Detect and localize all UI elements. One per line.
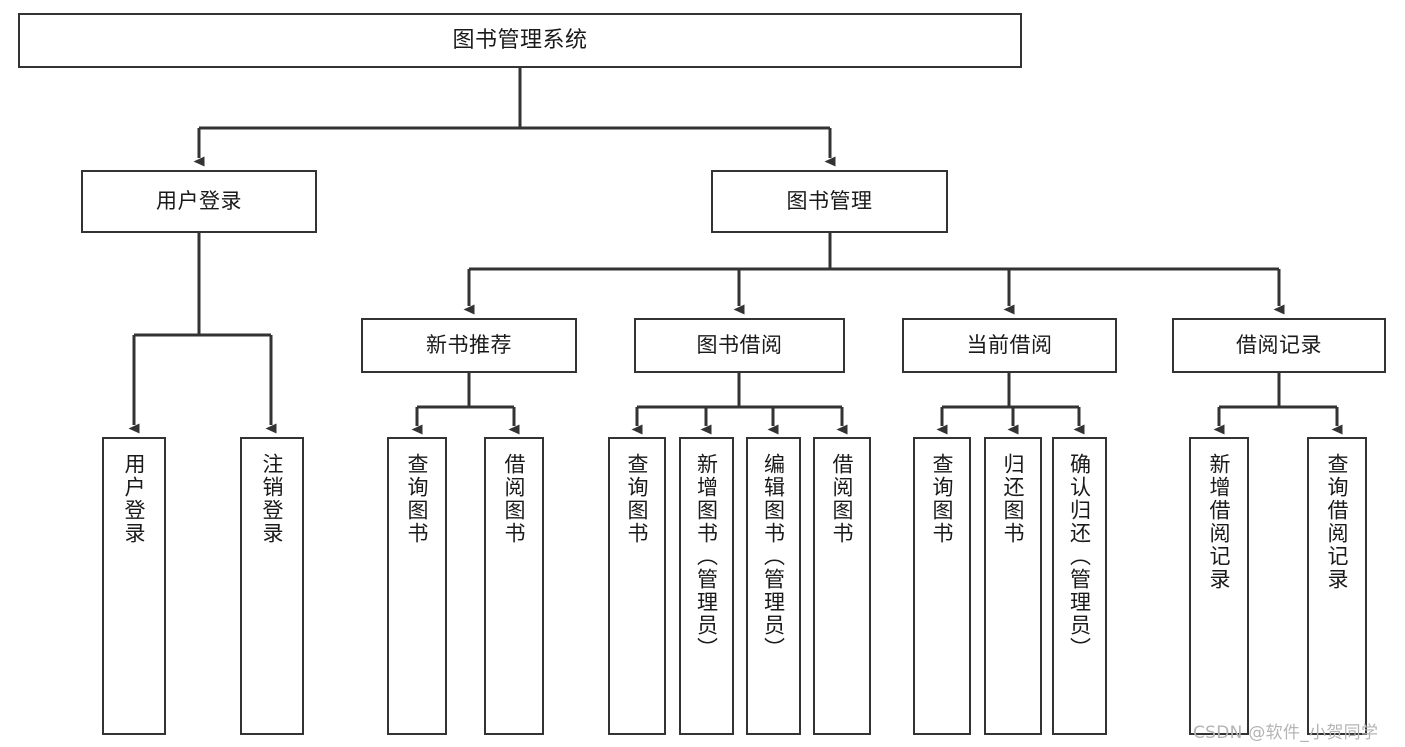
node-current-borrow-label: 当前借阅 xyxy=(966,333,1053,358)
node-user-login-label: 用户登录 xyxy=(156,189,242,214)
node-leaf-borrow-book-rec[interactable]: 借阅图书 xyxy=(484,437,544,735)
node-new-book-recommend[interactable]: 新书推荐 xyxy=(361,318,577,373)
node-leaf-query-book-rec[interactable]: 查询图书 xyxy=(387,437,447,735)
node-leaf-edit-book[interactable]: 编辑图书（管理员） xyxy=(746,437,801,735)
node-leaf-user-logout[interactable]: 注销登录 xyxy=(240,437,304,735)
node-leaf-return-book[interactable]: 归还图书 xyxy=(984,437,1042,735)
node-leaf-user-login-label: 用户登录 xyxy=(122,453,147,545)
node-leaf-user-login[interactable]: 用户登录 xyxy=(102,437,166,735)
node-leaf-borrow-book-rec-label: 借阅图书 xyxy=(502,453,527,545)
node-book-manage[interactable]: 图书管理 xyxy=(711,170,948,233)
csdn-watermark: CSDN @软件_小贺同学 xyxy=(1193,718,1378,743)
node-book-borrow-label: 图书借阅 xyxy=(696,333,783,358)
node-leaf-query-book-label: 查询图书 xyxy=(625,453,650,545)
node-leaf-query-book-cur-label: 查询图书 xyxy=(930,453,955,545)
node-leaf-add-record[interactable]: 新增借阅记录 xyxy=(1189,437,1249,735)
node-leaf-add-record-label: 新增借阅记录 xyxy=(1207,453,1232,591)
node-root-label: 图书管理系统 xyxy=(452,27,588,53)
node-new-book-recommend-label: 新书推荐 xyxy=(426,333,512,358)
node-leaf-add-book[interactable]: 新增图书（管理员） xyxy=(679,437,734,735)
node-leaf-query-record[interactable]: 查询借阅记录 xyxy=(1307,437,1367,735)
node-leaf-edit-book-label: 编辑图书（管理员） xyxy=(761,453,786,660)
node-borrow-record[interactable]: 借阅记录 xyxy=(1172,318,1386,373)
node-borrow-record-label: 借阅记录 xyxy=(1236,333,1322,358)
node-leaf-query-record-label: 查询借阅记录 xyxy=(1325,453,1350,591)
node-leaf-user-logout-label: 注销登录 xyxy=(260,453,285,545)
node-user-login[interactable]: 用户登录 xyxy=(81,170,317,233)
node-leaf-add-book-label: 新增图书（管理员） xyxy=(694,453,719,660)
node-book-manage-label: 图书管理 xyxy=(786,189,873,214)
node-leaf-query-book[interactable]: 查询图书 xyxy=(608,437,666,735)
node-current-borrow[interactable]: 当前借阅 xyxy=(902,318,1117,373)
node-book-borrow[interactable]: 图书借阅 xyxy=(634,318,845,373)
node-leaf-query-book-cur[interactable]: 查询图书 xyxy=(913,437,971,735)
node-leaf-return-book-label: 归还图书 xyxy=(1001,453,1026,545)
node-root[interactable]: 图书管理系统 xyxy=(18,13,1022,68)
node-leaf-borrow-book[interactable]: 借阅图书 xyxy=(813,437,871,735)
node-leaf-confirm-return[interactable]: 确认归还（管理员） xyxy=(1052,437,1107,735)
csdn-watermark-text: CSDN @软件_小贺同学 xyxy=(1193,723,1379,743)
node-leaf-borrow-book-label: 借阅图书 xyxy=(830,453,855,545)
node-leaf-query-book-rec-label: 查询图书 xyxy=(405,453,430,545)
node-leaf-confirm-return-label: 确认归还（管理员） xyxy=(1067,453,1092,660)
